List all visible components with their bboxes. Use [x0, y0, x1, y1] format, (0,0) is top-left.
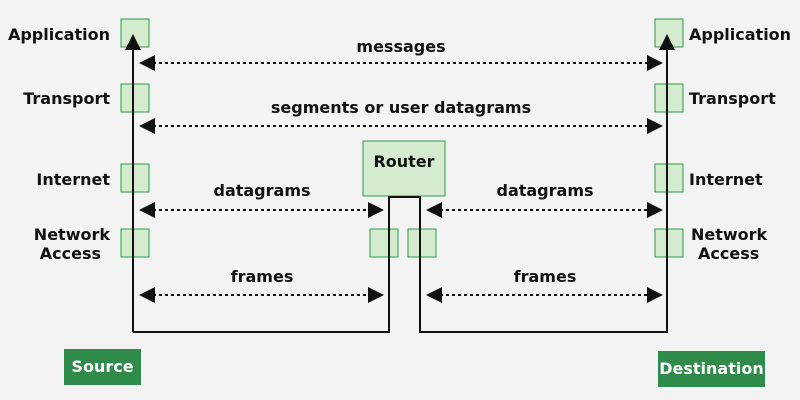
source-layer-transport: Transport	[23, 89, 110, 108]
source-layer-internet: Internet	[36, 170, 110, 189]
source-network-access-box	[120, 228, 150, 258]
destination-network-access-box	[654, 228, 684, 258]
router-left-network-access-box	[369, 228, 399, 258]
datagrams-right-label: datagrams	[496, 181, 593, 200]
router-label: Router	[373, 152, 434, 171]
destination-tag	[658, 351, 765, 387]
source-layer-application: Application	[8, 25, 110, 44]
destination-application-box	[654, 18, 684, 48]
router-box	[362, 140, 446, 197]
frames-right-label: frames	[514, 267, 577, 286]
frames-left-label: frames	[231, 267, 294, 286]
source-tag	[64, 349, 141, 385]
destination-layer-internet: Internet	[689, 170, 763, 189]
source-tag-label: Source	[71, 357, 133, 376]
destination-transport-box	[654, 83, 684, 113]
destination-internet-box	[654, 163, 684, 193]
source-internet-box	[120, 163, 150, 193]
destination-layer-application: Application	[689, 25, 791, 44]
destination-tag-label: Destination	[659, 359, 764, 378]
router-right-network-access-box	[407, 228, 437, 258]
destination-layer-transport: Transport	[689, 89, 776, 108]
segments-label: segments or user datagrams	[271, 98, 531, 117]
physical-path	[133, 34, 675, 333]
source-layer-access: Access	[40, 244, 101, 263]
source-layer-network: Network	[34, 225, 111, 244]
datagrams-left-label: datagrams	[213, 181, 310, 200]
destination-layer-access: Access	[698, 244, 759, 263]
destination-layer-network: Network	[691, 225, 768, 244]
source-application-box	[120, 18, 150, 48]
source-transport-box	[120, 83, 150, 113]
messages-label: messages	[356, 37, 445, 56]
